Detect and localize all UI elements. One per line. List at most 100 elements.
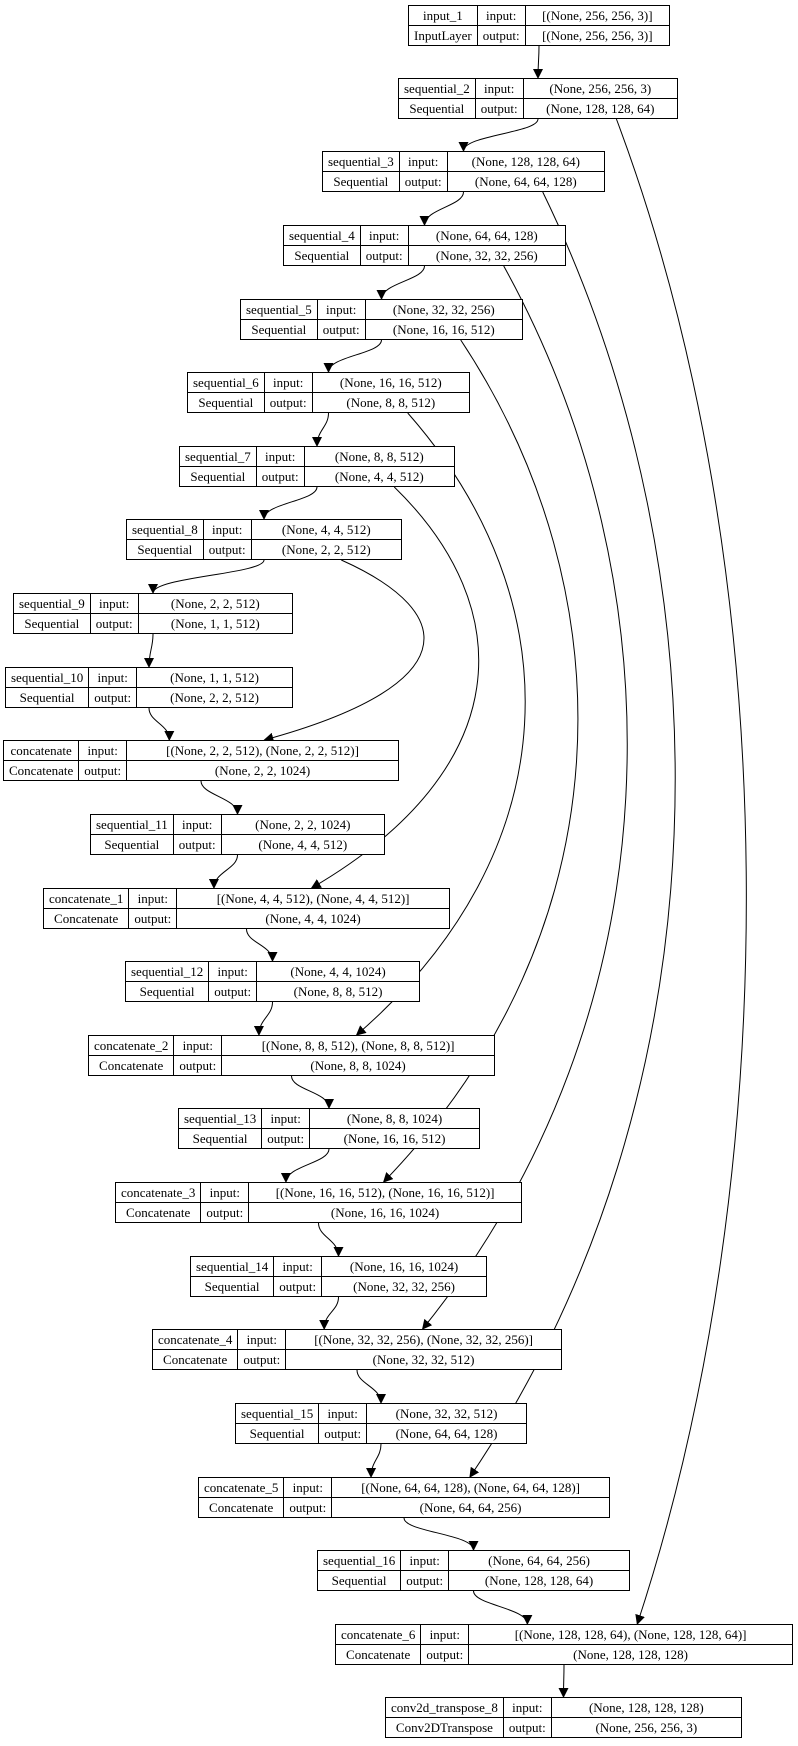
input-shape: (None, 2, 2, 1024) <box>220 814 386 835</box>
layer-name: sequential_8 <box>126 519 204 540</box>
layer-name: sequential_2 <box>398 78 476 99</box>
layer-type: Concatenate <box>114 1202 202 1223</box>
input-shape: (None, 32, 32, 512) <box>366 1403 527 1424</box>
layer-name: concatenate_5 <box>197 1477 285 1498</box>
edge-sequential_6-to-sequential_7 <box>312 412 329 447</box>
layer-type: Concatenate <box>334 1644 422 1665</box>
layer-type: InputLayer <box>408 25 478 46</box>
input-shape: (None, 2, 2, 512) <box>137 593 294 614</box>
edge-sequential_11-to-concatenate_1 <box>208 854 238 889</box>
input-label: input: <box>208 961 258 982</box>
output-shape: (None, 16, 16, 512) <box>364 319 524 340</box>
output-label: output: <box>172 834 222 855</box>
layer-name: sequential_15 <box>234 1403 320 1424</box>
input-shape: (None, 16, 16, 1024) <box>321 1256 487 1277</box>
layer-name: sequential_3 <box>322 151 400 172</box>
output-shape: (None, 256, 256, 3) <box>550 1717 743 1738</box>
output-label: output: <box>420 1644 470 1665</box>
edge-sequential_13-to-concatenate_3 <box>280 1148 330 1183</box>
output-label: output: <box>476 25 526 46</box>
output-shape: (None, 2, 2, 512) <box>136 687 293 708</box>
edge-concatenate_3-to-sequential_14 <box>318 1222 344 1257</box>
input-shape: [(None, 32, 32, 256), (None, 32, 32, 256… <box>285 1329 562 1350</box>
output-label: output: <box>318 1423 368 1444</box>
output-shape: (None, 128, 128, 128) <box>468 1644 793 1665</box>
output-shape: (None, 128, 128, 64) <box>448 1570 630 1591</box>
layer-type: Sequential <box>316 1570 402 1591</box>
output-shape: (None, 16, 16, 512) <box>309 1128 480 1149</box>
input-shape: [(None, 128, 128, 64), (None, 128, 128, … <box>468 1624 793 1645</box>
layer-type: Sequential <box>322 171 400 192</box>
layer-name: conv2d_transpose_8 <box>385 1697 504 1718</box>
edge-sequential_4-to-sequential_5 <box>376 265 425 300</box>
input-shape: [(None, 64, 64, 128), (None, 64, 64, 128… <box>331 1477 610 1498</box>
edge-concatenate_5-to-sequential_16 <box>403 1517 479 1551</box>
layer-name: concatenate <box>2 740 80 761</box>
layer-name: concatenate_6 <box>334 1624 422 1645</box>
input-shape: (None, 1, 1, 512) <box>136 667 293 688</box>
input-shape: [(None, 16, 16, 512), (None, 16, 16, 512… <box>248 1182 522 1203</box>
layer-type: Conv2DTranspose <box>385 1717 504 1738</box>
edge-concatenate_4-to-sequential_15 <box>356 1369 386 1404</box>
edge-sequential_12-to-concatenate_2 <box>253 1001 273 1036</box>
input-label: input: <box>273 1256 323 1277</box>
input-shape: (None, 64, 64, 256) <box>448 1550 630 1571</box>
output-shape: (None, 16, 16, 1024) <box>248 1202 522 1223</box>
input-label: input: <box>502 1697 552 1718</box>
layer-type: Sequential <box>124 981 210 1002</box>
edge-sequential_2-to-sequential_3 <box>458 118 539 152</box>
layer-name: concatenate_4 <box>151 1329 239 1350</box>
output-label: output: <box>78 760 128 781</box>
output-label: output: <box>128 908 178 929</box>
layer-type: Concatenate <box>151 1349 239 1370</box>
edge-concatenate_6-to-conv2d_transpose_8 <box>558 1664 569 1698</box>
output-label: output: <box>208 981 258 1002</box>
output-shape: [(None, 256, 256, 3)] <box>524 25 671 46</box>
output-shape: (None, 2, 2, 512) <box>250 539 403 560</box>
layer-name: sequential_10 <box>4 667 90 688</box>
layer-type: Sequential <box>187 392 265 413</box>
layer-type: Concatenate <box>87 1055 175 1076</box>
edge-sequential_7-to-sequential_8 <box>259 486 318 520</box>
output-shape: (None, 2, 2, 1024) <box>126 760 399 781</box>
output-label: output: <box>237 1349 287 1370</box>
edge-sequential_7-to-concatenate_1 <box>310 486 480 889</box>
output-shape: (None, 4, 4, 1024) <box>176 908 450 929</box>
layer-type: Sequential <box>13 613 91 634</box>
layer-name: sequential_12 <box>124 961 210 982</box>
edge-sequential_8-to-sequential_9 <box>148 559 265 594</box>
input-label: input: <box>398 151 448 172</box>
input-label: input: <box>318 1403 368 1424</box>
output-shape: (None, 32, 32, 512) <box>285 1349 562 1370</box>
layer-type: Sequential <box>179 466 257 487</box>
edge-sequential_2-to-concatenate_6 <box>615 118 747 1625</box>
input-label: input: <box>88 667 138 688</box>
layer-type: Sequential <box>90 834 174 855</box>
output-label: output: <box>202 539 252 560</box>
input-shape: [(None, 4, 4, 512), (None, 4, 4, 512)] <box>176 888 450 909</box>
output-label: output: <box>88 687 138 708</box>
output-shape: (None, 32, 32, 256) <box>407 245 567 266</box>
input-label: input: <box>359 225 409 246</box>
output-shape: (None, 1, 1, 512) <box>137 613 294 634</box>
input-label: input: <box>128 888 178 909</box>
